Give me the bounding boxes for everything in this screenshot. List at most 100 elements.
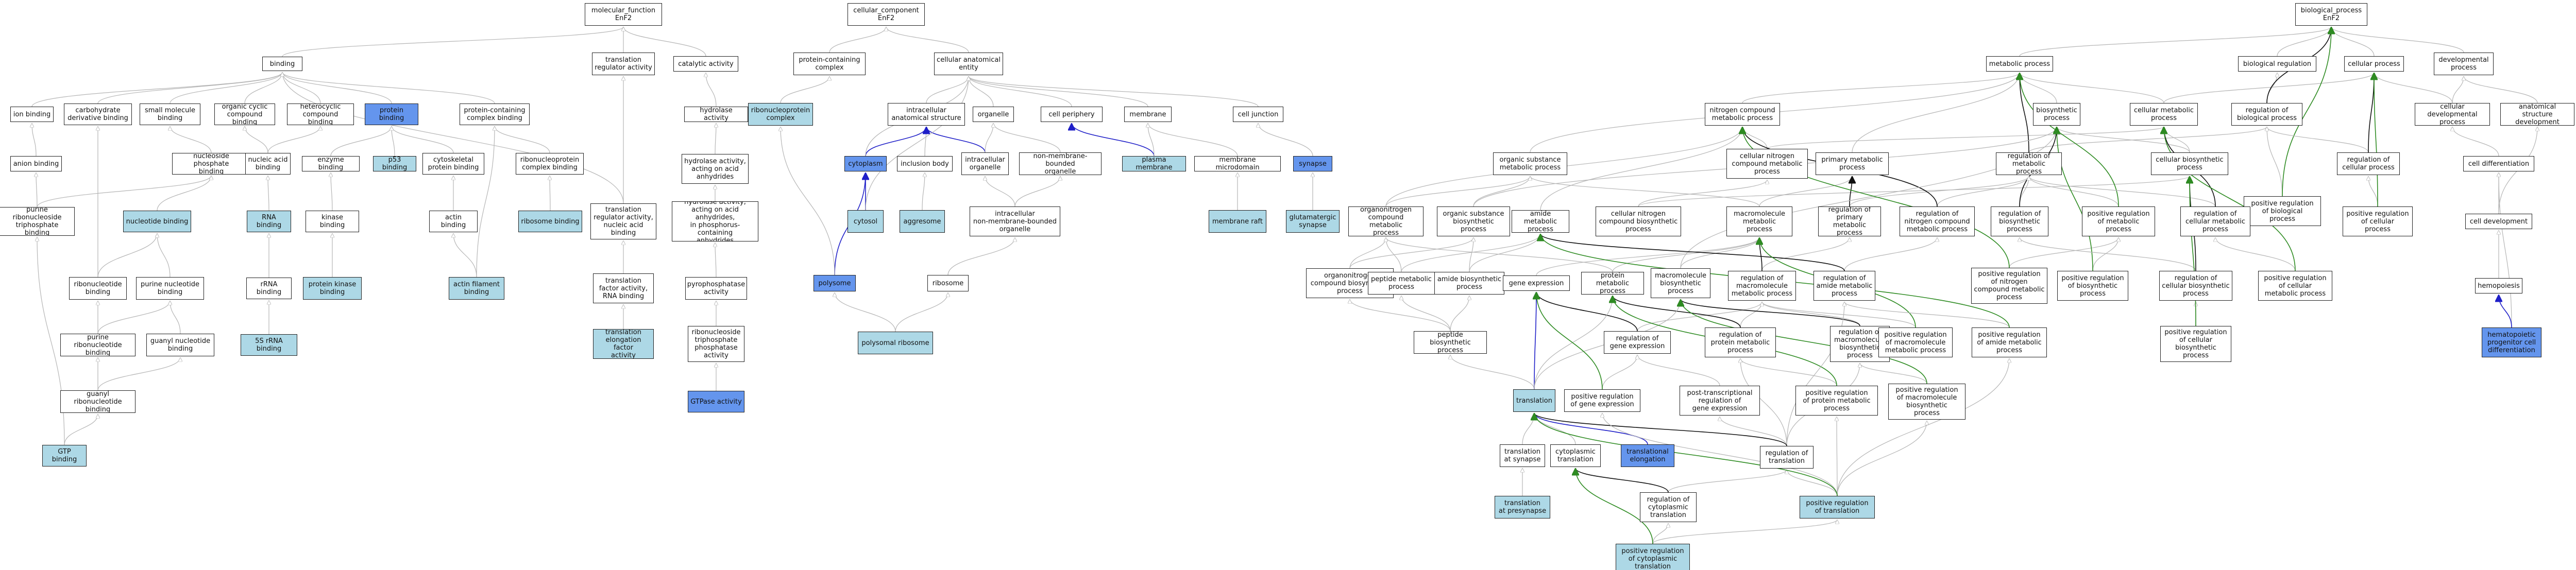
go-term-node-cell-nitro-biosyn[interactable]: cellular nitrogen compound biosynthetic … <box>1596 206 1681 236</box>
go-term-node-developmental[interactable]: developmental process <box>2434 53 2494 75</box>
go-term-node-reg-gene-expr[interactable]: regulation of gene expression <box>1604 331 1671 354</box>
go-term-node-na-binding[interactable]: nucleic acid binding <box>245 153 291 175</box>
go-term-node-intracell-organelle[interactable]: intracellular organelle <box>961 152 1009 175</box>
go-term-node-trans-reg-act[interactable]: translation regulator activity <box>592 53 655 75</box>
go-term-node-cell-diff[interactable]: cell differentiation <box>2463 156 2534 171</box>
go-term-node-reg-macromol-metab[interactable]: regulation of macromolecule metabolic pr… <box>1728 271 1796 301</box>
go-term-node-ribosome[interactable]: ribosome <box>927 275 969 291</box>
go-term-node-5s-rrna[interactable]: 5S rRNA binding <box>241 334 297 356</box>
go-term-node-ptr-gene-expr[interactable]: post-transcriptional regulation of gene … <box>1680 386 1760 416</box>
go-term-node-actin-binding[interactable]: actin binding <box>429 211 478 232</box>
go-term-node-plasma-membrane[interactable]: plasma membrane <box>1122 156 1186 171</box>
go-term-node-np-binding[interactable]: nucleoside phosphate binding <box>172 153 250 175</box>
go-term-node-small-mol[interactable]: small molecule binding <box>140 103 200 125</box>
go-term-node-synapse[interactable]: synapse <box>1293 156 1332 171</box>
go-term-node-pos-reg-metab[interactable]: positive regulation of metabolic process <box>2082 206 2155 236</box>
go-term-node-protein-binding[interactable]: protein binding <box>365 103 418 125</box>
go-term-node-membrane[interactable]: membrane <box>1124 107 1172 122</box>
go-term-node-reg-translation[interactable]: regulation of translation <box>1760 446 1814 469</box>
go-term-node-gene-expression[interactable]: gene expression <box>1503 275 1570 291</box>
go-term-node-pos-reg-protein-metab[interactable]: positive regulation of protein metabolic… <box>1795 386 1878 416</box>
go-term-node-reg-protein-metab[interactable]: regulation of protein metabolic process <box>1705 327 1776 357</box>
go-term-node-reg-biosyn[interactable]: regulation of biosynthetic process <box>1991 206 2048 236</box>
go-term-node-pos-reg-cell-biosyn[interactable]: positive regulation of cellular biosynth… <box>2160 326 2231 362</box>
go-term-node-trans-factor-rna[interactable]: translation factor activity, RNA binding <box>593 273 654 303</box>
go-term-node-membrane-raft[interactable]: membrane raft <box>1209 210 1266 233</box>
go-term-node-polysomal-ribosome[interactable]: polysomal ribosome <box>858 332 933 354</box>
go-term-node-organonitrogen-metab[interactable]: organonitrogen compound metabolic proces… <box>1348 206 1423 236</box>
go-term-node-peptide-metab[interactable]: peptide metabolic process <box>1368 272 1435 295</box>
go-term-node-ribosome-binding[interactable]: ribosome binding <box>518 211 582 232</box>
go-term-node-pos-reg-gene-expr[interactable]: positive regulation of gene expression <box>1564 389 1640 412</box>
go-term-node-cellular-process[interactable]: cellular process <box>2344 56 2404 72</box>
go-term-node-p53-binding[interactable]: p53 binding <box>373 156 416 171</box>
go-term-node-reg-cell-biosyn[interactable]: regulation of cellular biosynthetic proc… <box>2159 271 2232 301</box>
go-term-node-pc-complex[interactable]: protein-containing complex <box>793 53 866 75</box>
go-term-node-guanyl-ribont-binding[interactable]: guanyl ribonucleotide binding <box>60 390 135 413</box>
go-term-node-reg-metab[interactable]: regulation of metabolic process <box>1996 152 2062 175</box>
go-term-node-trans-at-presynapse[interactable]: translation at presynapse <box>1495 496 1550 519</box>
go-term-node-pos-reg-nitro-metab[interactable]: positive regulation of nitrogen compound… <box>1971 268 2047 304</box>
go-term-node-enzyme-binding[interactable]: enzyme binding <box>302 156 360 171</box>
go-term-node-polysome[interactable]: polysome <box>814 275 856 291</box>
go-term-node-kinase-binding[interactable]: kinase binding <box>306 211 359 232</box>
go-term-node-pos-reg-amide-metab[interactable]: positive regulation of amide metabolic p… <box>1972 327 2047 357</box>
go-term-node-cell-development[interactable]: cell development <box>2465 214 2532 229</box>
go-term-node-cae[interactable]: cellular anatomical entity <box>934 53 1003 75</box>
go-term-node-nitrogen-metab[interactable]: nitrogen compound metabolic process <box>1705 103 1780 126</box>
go-term-node-trans-reg-na[interactable]: translation regulator activity, nucleic … <box>590 203 656 239</box>
go-term-node-cellular-metab[interactable]: cellular metabolic process <box>2130 103 2198 126</box>
go-term-node-intracell-struct[interactable]: intracellular anatomical structure <box>888 103 965 126</box>
go-term-node-mf[interactable]: molecular_function EnF2 <box>585 3 662 26</box>
go-term-node-aggresome[interactable]: aggresome <box>900 210 945 233</box>
go-term-node-guanyl-nt-binding[interactable]: guanyl nucleotide binding <box>146 334 214 356</box>
go-term-node-peptide-biosyn[interactable]: peptide biosynthetic process <box>1414 331 1487 354</box>
go-term-node-purine-ntp-binding[interactable]: purine ribonucleoside triphosphate bindi… <box>0 207 75 236</box>
go-term-node-pos-reg-cyto-translation[interactable]: positive regulation of cytoplasmic trans… <box>1616 544 1690 570</box>
go-term-node-hematopoietic-diff[interactable]: hematopoietic progenitor cell differenti… <box>2482 327 2541 357</box>
go-term-node-cell-nitro-metab[interactable]: cellular nitrogen compound metabolic pro… <box>1726 149 1808 179</box>
go-term-node-biosynthetic[interactable]: biosynthetic process <box>2033 103 2080 126</box>
go-term-node-reg-nitro-metab[interactable]: regulation of nitrogen compound metaboli… <box>1900 206 1975 236</box>
go-term-node-pos-reg-bio[interactable]: positive regulation of biological proces… <box>2244 196 2321 226</box>
go-term-node-reg-bio-process[interactable]: regulation of biological process <box>2231 103 2302 126</box>
go-term-node-binding[interactable]: binding <box>262 57 302 71</box>
go-term-node-metabolic[interactable]: metabolic process <box>1986 56 2053 72</box>
go-term-node-pos-reg-macromol-metab[interactable]: positive regulation of macromolecule met… <box>1878 327 1953 357</box>
go-term-node-cell-junction[interactable]: cell junction <box>1233 107 1283 122</box>
go-term-node-reg-cellular[interactable]: regulation of cellular process <box>2337 152 2400 175</box>
go-term-node-pos-reg-cellular[interactable]: positive regulation of cellular process <box>2343 206 2413 236</box>
go-term-node-catalytic[interactable]: catalytic activity <box>673 56 738 72</box>
go-term-node-rnp-complex-binding[interactable]: ribonucleoprotein complex binding <box>516 153 584 175</box>
go-term-node-cytosol[interactable]: cytosol <box>848 210 884 233</box>
go-term-node-protein-metab[interactable]: protein metabolic process <box>1581 272 1644 295</box>
go-term-node-hydrolase-anhydrides[interactable]: hydrolase activity, acting on acid anhyd… <box>682 154 749 184</box>
go-term-node-reg-primary-metab[interactable]: regulation of primary metabolic process <box>1818 206 1881 236</box>
go-term-node-ribonucleotide-binding[interactable]: ribonucleotide binding <box>69 277 127 300</box>
go-term-node-actin-filament-binding[interactable]: actin filament binding <box>449 277 504 300</box>
go-term-node-cell-periphery[interactable]: cell periphery <box>1041 107 1103 122</box>
go-term-node-pyrophosphatase[interactable]: pyrophosphatase activity <box>685 277 747 300</box>
go-term-node-pos-reg-cell-metab[interactable]: positive regulation of cellular metaboli… <box>2258 271 2332 301</box>
go-term-node-pos-reg-translation[interactable]: positive regulation of translation <box>1800 496 1875 519</box>
go-term-node-primary-metab[interactable]: primary metabolic process <box>1816 152 1889 175</box>
go-term-node-hydrolase-phospho[interactable]: hydrolase activity, acting on acid anhyd… <box>672 201 758 241</box>
go-term-node-macromol-biosyn[interactable]: macromolecule biosynthetic process <box>1651 268 1710 298</box>
go-term-node-trans-at-synapse[interactable]: translation at synapse <box>1500 444 1545 467</box>
go-term-node-elongation-factor[interactable]: translation elongation factor activity <box>593 329 654 359</box>
go-term-node-cellular-dev[interactable]: cellular developmental process <box>2415 103 2490 126</box>
go-term-node-ion-binding[interactable]: ion binding <box>10 107 54 122</box>
go-term-node-org-subst-metab[interactable]: organic substance metabolic process <box>1493 152 1567 175</box>
go-term-node-organelle[interactable]: organelle <box>973 107 1014 122</box>
go-term-node-trans-elongation[interactable]: translational elongation <box>1621 444 1674 467</box>
go-term-node-rna-binding[interactable]: RNA binding <box>247 211 291 232</box>
go-term-node-cytoplasm[interactable]: cytoplasm <box>844 156 887 171</box>
go-term-node-gtpase[interactable]: GTPase activity <box>688 391 744 412</box>
go-term-node-macromol-metab[interactable]: macromolecule metabolic process <box>1726 206 1792 236</box>
go-term-node-cellular-biosyn[interactable]: cellular biosynthetic process <box>2151 152 2228 175</box>
go-term-node-pos-reg-macromol-biosyn[interactable]: positive regulation of macromolecule bio… <box>1888 384 1965 420</box>
go-term-node-pos-reg-biosyn[interactable]: positive regulation of biosynthetic proc… <box>2057 271 2128 301</box>
go-term-node-translation[interactable]: translation <box>1513 389 1555 412</box>
go-term-node-anion-binding[interactable]: anion binding <box>10 156 62 171</box>
go-term-node-inclusion-body[interactable]: inclusion body <box>897 156 953 171</box>
